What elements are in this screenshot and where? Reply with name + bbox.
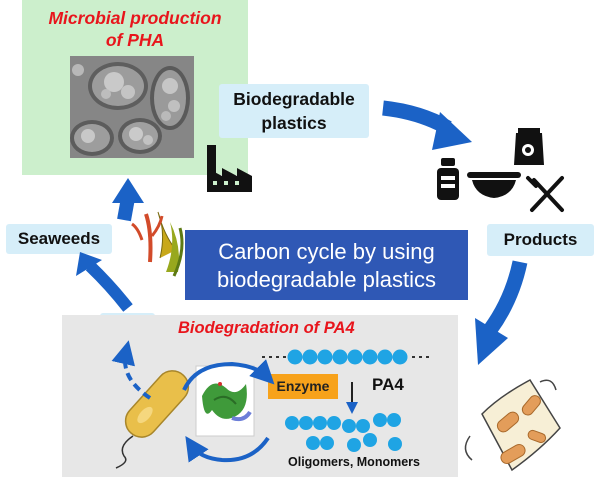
enzyme-structure-icon <box>195 365 255 437</box>
arrow-co2-to-seaweeds <box>76 252 133 312</box>
plastic-bag-icon <box>464 379 561 472</box>
pha-title-line1: Microbial production <box>48 8 222 28</box>
dashed-arrow-to-co2 <box>111 340 152 400</box>
arrow-to-products <box>382 100 472 150</box>
pha-title-line2: of PHA <box>105 30 165 50</box>
carbon-cycle-line1: Carbon cycle by using <box>218 239 435 264</box>
oligomers-monomers-label: Oligomers, Monomers <box>288 455 420 469</box>
seaweeds-label: Seaweeds <box>6 224 112 254</box>
bacteria-micrograph-image <box>70 56 194 158</box>
oligomers-monomers <box>285 413 402 452</box>
arrow-products-to-degradation <box>475 260 528 365</box>
bowl-icon <box>467 172 521 198</box>
bacterium-icon <box>115 370 190 469</box>
bottle-icon <box>437 158 459 200</box>
food-bag-icon <box>514 128 544 165</box>
biodegradable-line2: plastics <box>261 113 327 133</box>
biodegradation-title: Biodegradation of PA4 <box>178 319 355 337</box>
pa4-polymer-chain <box>262 349 432 365</box>
fork-knife-icon <box>526 176 564 212</box>
cycle-arrow-top <box>182 359 275 391</box>
biodegradable-line1: Biodegradable <box>233 89 355 109</box>
carbon-cycle-box: Carbon cycle by using biodegradable plas… <box>185 230 468 300</box>
products-label: Products <box>487 224 594 256</box>
enzyme-label: Enzyme <box>268 374 338 399</box>
pha-title: Microbial production of PHA <box>22 7 248 51</box>
biodegradable-plastics-label: Biodegradable plastics <box>219 84 369 138</box>
carbon-cycle-line2: biodegradable plastics <box>217 267 436 292</box>
pa4-label: PA4 <box>372 375 404 394</box>
cycle-arrow-bottom <box>185 436 270 463</box>
arrow-seaweeds-to-pha <box>112 178 144 222</box>
seaweed-icon <box>131 211 184 277</box>
factory-icon <box>207 145 252 192</box>
